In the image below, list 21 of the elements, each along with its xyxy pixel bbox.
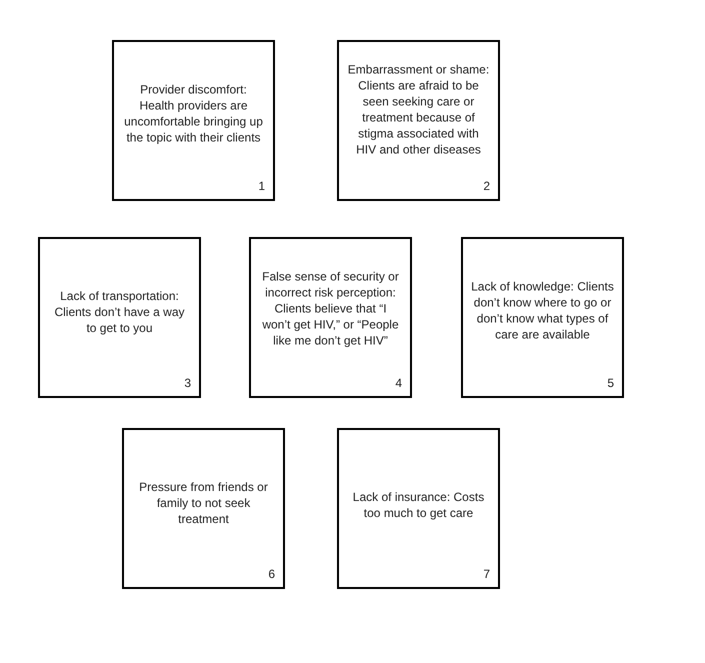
description-text: Lack of knowledge: Clients don’t know where to go or don’t know what types of care are available [471,278,614,342]
text-box [112,40,275,201]
text-box [249,237,412,398]
description-text: Pressure from friends or family to not seek treatment [138,478,269,527]
description-text: Lack of insurance: Costs too much to get care [352,488,486,521]
text-box [337,40,500,201]
description-text: False sense of security or incorrect risk perception: Clients believe that “I won’t get HIV,” or “People like me don’t get HIV” [261,268,400,348]
description-text: Embarrassment or shame: Clients are afraid to be seen seeking care or treatment because of stigma associated with HIV and other diseases [347,60,490,157]
text-box [461,237,624,398]
box-number: 6 [268,567,275,581]
description-text: Provider discomfort: Health providers are uncomfortable bringing up the topic with their clients [123,80,264,145]
box-number: 1 [258,179,265,193]
box-number: 5 [607,376,614,390]
description-text: Lack of transportation: Clients don’t have a way to get to you [53,288,186,336]
box-number: 4 [395,376,402,390]
text-box [38,237,201,398]
box-number: 2 [483,179,490,193]
text-box [122,428,285,589]
box-number: 7 [483,567,490,581]
text-box [337,428,500,589]
box-number: 3 [184,376,191,390]
